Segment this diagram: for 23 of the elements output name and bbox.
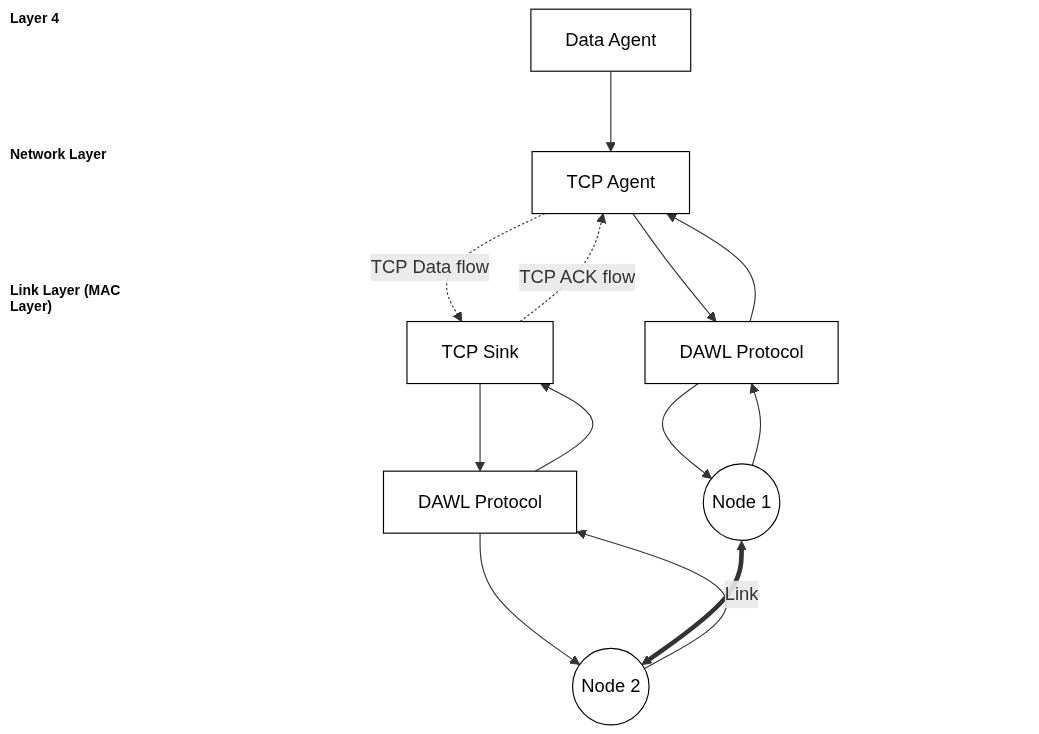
node-box: DAWL Protocol <box>382 470 578 534</box>
arrow <box>632 213 717 322</box>
node-box: TCP Sink <box>406 320 554 385</box>
arrow <box>479 532 580 665</box>
arrow <box>661 382 712 479</box>
edge-label: TCP Data flow <box>370 257 489 277</box>
node-box: TCP Agent <box>531 151 691 215</box>
edge-label: Link <box>724 584 759 604</box>
node-circle: Node 2 <box>572 647 650 726</box>
edge-label: TCP ACK flow <box>519 267 636 287</box>
node-box: DAWL Protocol <box>644 320 839 385</box>
arrow <box>576 529 728 669</box>
layer-label: Network Layer <box>10 146 108 162</box>
arrow <box>605 70 616 153</box>
arrow <box>666 213 756 323</box>
layer-label: Link Layer (MAC Layer) <box>10 282 122 314</box>
arrow <box>641 540 747 665</box>
arrow <box>534 383 594 472</box>
node-box: Data Agent <box>530 8 692 72</box>
node-circle: Node 1 <box>702 463 781 541</box>
layer-label: Layer 4 <box>10 10 61 26</box>
arrow <box>475 382 486 472</box>
arrow <box>749 383 762 467</box>
